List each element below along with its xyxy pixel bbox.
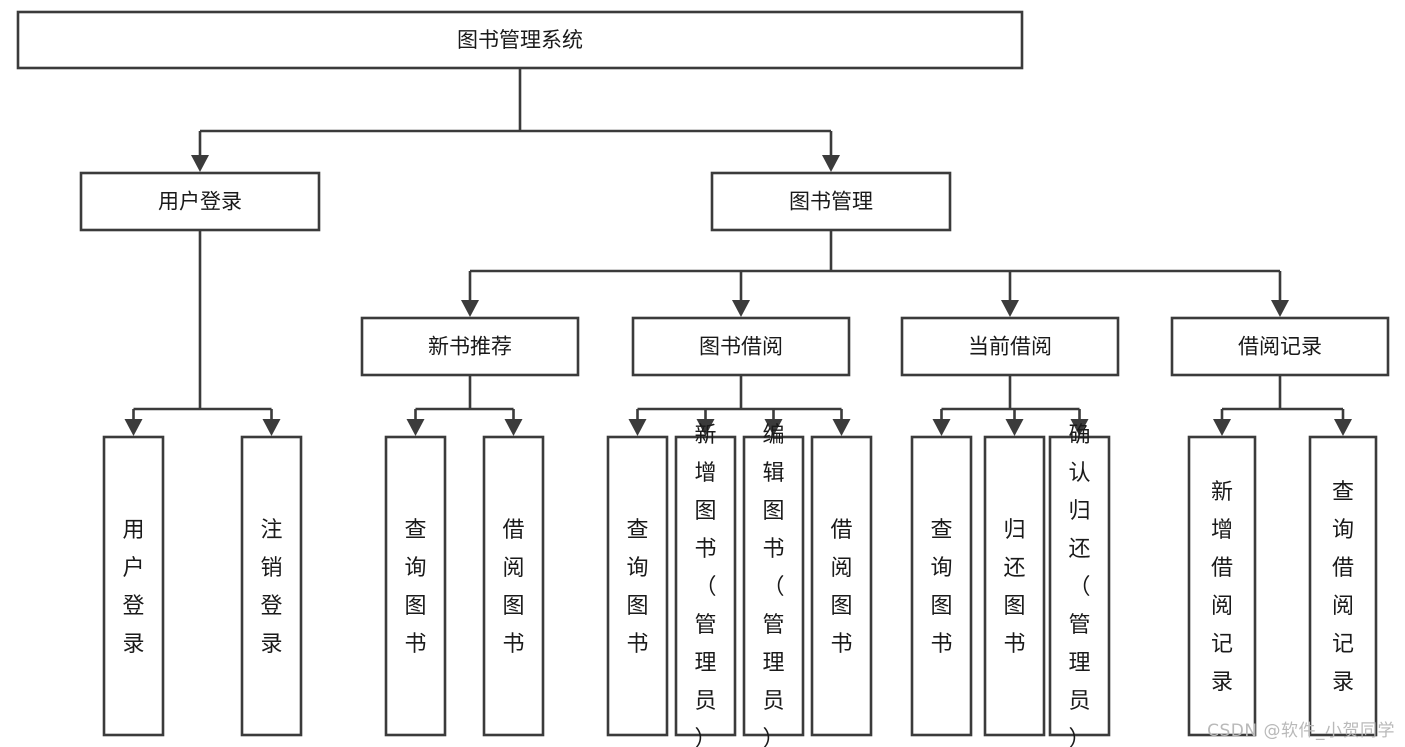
node-leaf-edit-book[interactable]: 编辑图书（管理员） <box>742 423 805 747</box>
node-label: 用户登录 <box>158 190 242 214</box>
arrow-head-icon <box>1271 300 1289 317</box>
node-box[interactable] <box>606 435 669 737</box>
arrow-head-icon <box>1334 419 1352 436</box>
node-box[interactable] <box>983 435 1046 737</box>
arrow-head-icon <box>124 419 143 436</box>
arrow-head-icon <box>262 419 281 436</box>
node-box[interactable] <box>384 435 447 737</box>
node-box[interactable] <box>102 435 165 737</box>
node-leaf-borrow-book-2[interactable]: 借阅图书 <box>810 435 873 737</box>
node-user-login[interactable]: 用户登录 <box>79 171 321 232</box>
node-box[interactable] <box>1048 435 1111 737</box>
node-box[interactable] <box>1187 435 1257 737</box>
node-label: 图书借阅 <box>699 335 783 359</box>
node-label: 查询图书 <box>626 518 648 657</box>
node-book-borrow[interactable]: 图书借阅 <box>631 316 851 377</box>
node-box[interactable] <box>1170 316 1390 377</box>
node-leaf-query-record[interactable]: 查询借阅记录 <box>1308 435 1378 737</box>
arrow-head-icon <box>764 419 783 436</box>
node-label: 借阅图书 <box>830 518 852 657</box>
node-label: 编辑图书（管理员） <box>762 423 784 747</box>
node-leaf-borrow-book-1[interactable]: 借阅图书 <box>482 435 545 737</box>
arrow-head-icon <box>1070 419 1089 436</box>
node-box[interactable] <box>240 435 303 737</box>
node-leaf-return-book[interactable]: 归还图书 <box>983 435 1046 737</box>
node-label: 新增借阅记录 <box>1211 480 1233 695</box>
node-box[interactable] <box>810 435 873 737</box>
node-leaf-query-book-3[interactable]: 查询图书 <box>910 435 973 737</box>
node-leaf-confirm-return[interactable]: 确认归还（管理员） <box>1048 423 1111 747</box>
edges-layer <box>124 68 1352 436</box>
arrow-head-icon <box>191 155 209 172</box>
node-leaf-add-record[interactable]: 新增借阅记录 <box>1187 435 1257 737</box>
arrow-head-icon <box>461 300 479 317</box>
node-box[interactable] <box>360 316 580 377</box>
node-box[interactable] <box>16 10 1024 70</box>
node-label: 当前借阅 <box>968 335 1052 359</box>
node-box[interactable] <box>910 435 973 737</box>
edge-group <box>628 375 851 436</box>
node-box[interactable] <box>482 435 545 737</box>
arrow-head-icon <box>822 155 840 172</box>
node-book-manage[interactable]: 图书管理 <box>710 171 952 232</box>
node-root[interactable]: 图书管理系统 <box>16 10 1024 70</box>
node-leaf-add-book[interactable]: 新增图书（管理员） <box>674 423 737 747</box>
node-label: 确认归还（管理员） <box>1068 423 1090 747</box>
node-label: 图书管理系统 <box>457 28 583 52</box>
node-label: 查询图书 <box>404 518 426 657</box>
arrow-head-icon <box>696 419 715 436</box>
node-new-book-rec[interactable]: 新书推荐 <box>360 316 580 377</box>
node-label: 借阅图书 <box>502 518 524 657</box>
edge-group <box>1213 375 1352 436</box>
arrow-head-icon <box>732 300 750 317</box>
node-leaf-user-logout[interactable]: 注销登录 <box>240 435 303 737</box>
node-leaf-query-book-2[interactable]: 查询图书 <box>606 435 669 737</box>
node-label: 新增图书（管理员） <box>694 423 716 747</box>
arrow-head-icon <box>1001 300 1019 317</box>
node-box[interactable] <box>742 435 805 737</box>
arrow-head-icon <box>504 419 523 436</box>
node-box[interactable] <box>1308 435 1378 737</box>
edge-group <box>461 230 1289 317</box>
node-box[interactable] <box>710 171 952 232</box>
node-label: 归还图书 <box>1003 518 1025 657</box>
node-box[interactable] <box>900 316 1120 377</box>
node-label: 借阅记录 <box>1238 335 1322 359</box>
node-borrow-record[interactable]: 借阅记录 <box>1170 316 1390 377</box>
arrow-head-icon <box>1005 419 1024 436</box>
arrow-head-icon <box>628 419 647 436</box>
arrow-head-icon <box>1213 419 1231 436</box>
node-label: 新书推荐 <box>428 335 512 359</box>
edge-group <box>191 68 840 172</box>
node-current-borrow[interactable]: 当前借阅 <box>900 316 1120 377</box>
arrow-head-icon <box>832 419 851 436</box>
edge-group <box>124 230 281 436</box>
node-label: 查询图书 <box>930 518 952 657</box>
arrow-head-icon <box>406 419 425 436</box>
arrow-head-icon <box>932 419 951 436</box>
node-leaf-query-book-1[interactable]: 查询图书 <box>384 435 447 737</box>
edge-group <box>406 375 523 436</box>
node-box[interactable] <box>79 171 321 232</box>
node-leaf-user-login[interactable]: 用户登录 <box>102 435 165 737</box>
node-label: 查询借阅记录 <box>1332 480 1354 695</box>
node-label: 注销登录 <box>260 518 282 657</box>
node-label: 图书管理 <box>789 190 873 214</box>
node-label: 用户登录 <box>122 518 144 657</box>
edge-group <box>932 375 1089 436</box>
node-box[interactable] <box>674 435 737 737</box>
nodes-layer: 图书管理系统用户登录图书管理新书推荐图书借阅当前借阅借阅记录用户登录注销登录查询… <box>16 10 1390 747</box>
node-box[interactable] <box>631 316 851 377</box>
